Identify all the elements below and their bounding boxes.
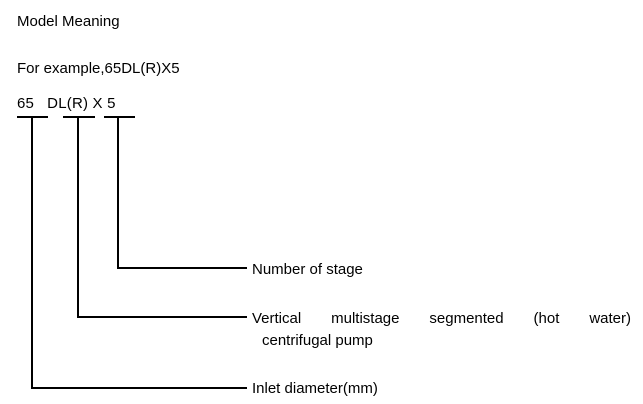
example-model-text: For example,65DL(R)X5 [17, 60, 180, 77]
callout-label-pump-line1: Vertical multistage segmented (hot water… [252, 310, 631, 327]
callout-label-inlet-diameter: Inlet diameter(mm) [252, 380, 378, 397]
callout-label-pump: Vertical multistage segmented (hot water… [252, 308, 631, 352]
callout-label-number-of-stage: Number of stage [252, 261, 363, 278]
callout-label-pump-line2: centrifugal pump [262, 332, 373, 349]
leader-line-inlet [31, 117, 247, 389]
page-title: Model Meaning [17, 13, 120, 30]
model-code-text: 65 DL(R) X 5 [17, 95, 116, 112]
leader-line-pump [77, 117, 247, 318]
leader-line-stage [117, 117, 247, 269]
